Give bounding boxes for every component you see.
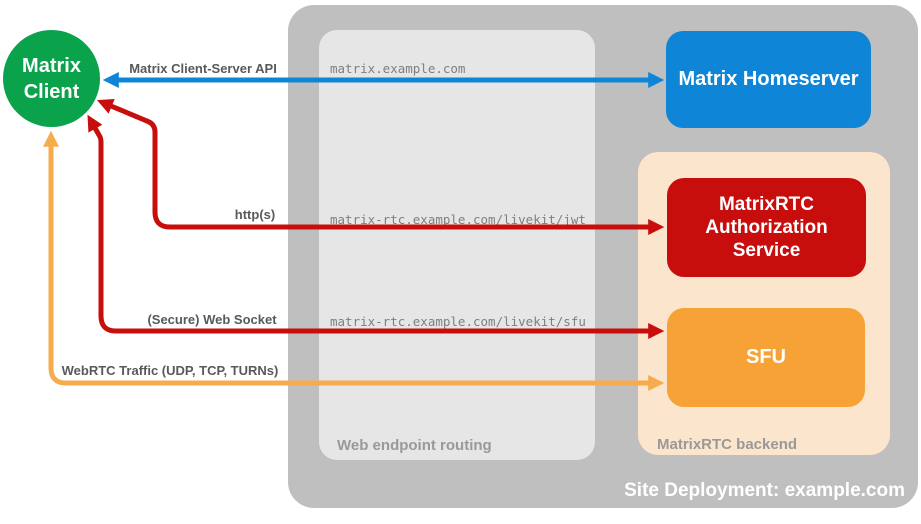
matrixrtc-authorization-service-node: MatrixRTC Authorization Service xyxy=(667,178,866,277)
webrtc-traffic-arrow-label: WebRTC Traffic (UDP, TCP, TURNs) xyxy=(61,363,279,378)
matrixrtc-backend-container-label: MatrixRTC backend xyxy=(657,436,798,453)
matrix-homeserver-label: Matrix Homeserver xyxy=(678,68,859,90)
matrix-client-label: Matrix Client xyxy=(22,54,81,103)
site-deployment-container-label: Site Deployment: example.com xyxy=(624,480,905,501)
web-endpoint-routing-container xyxy=(319,30,595,460)
endpoint-url-livekit-sfu: matrix-rtc.example.com/livekit/sfu xyxy=(330,314,586,329)
matrixrtc-authorization-service-label: MatrixRTC Authorization Service xyxy=(705,194,828,261)
sfu-label: SFU xyxy=(746,346,786,368)
sfu-node: SFU xyxy=(667,308,865,407)
client-server-api-arrow-label: Matrix Client-Server API xyxy=(129,61,277,76)
matrix-client-node: Matrix Client xyxy=(3,30,100,127)
web-socket-arrow-label: (Secure) Web Socket xyxy=(147,312,277,327)
endpoint-url-livekit-jwt: matrix-rtc.example.com/livekit/jwt xyxy=(330,212,586,227)
matrix-homeserver-node: Matrix Homeserver xyxy=(666,31,871,128)
https-arrow-label: http(s) xyxy=(234,207,276,222)
web-endpoint-routing-container-label: Web endpoint routing xyxy=(337,437,492,454)
endpoint-url-homeserver: matrix.example.com xyxy=(330,61,466,76)
